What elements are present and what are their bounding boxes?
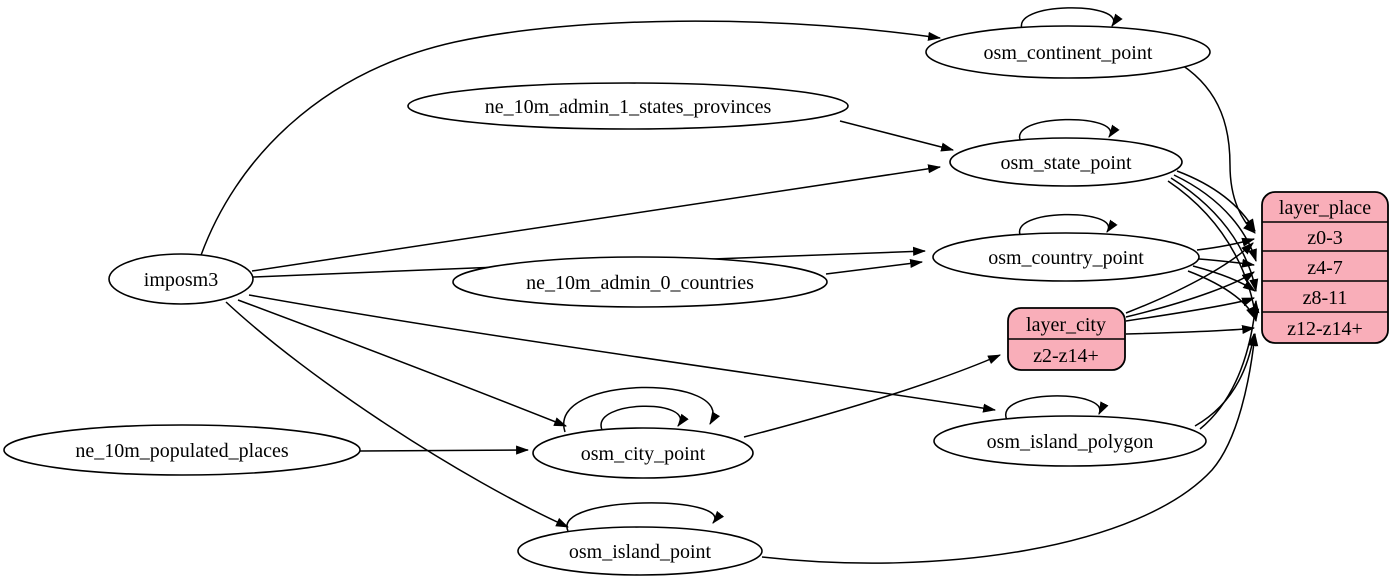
edge-osm_country_point-to-layer_place-z8-11 bbox=[1192, 265, 1256, 292]
edge-imposm3-to-osm_city_point bbox=[237, 299, 568, 427]
edge-osm_country_point-to-layer_place-z0-3 bbox=[1196, 237, 1256, 251]
nodes: imposm3 ne_10m_admin_1_states_provinces … bbox=[3, 25, 1211, 576]
node-ne_10m_admin_0_countries: ne_10m_admin_0_countries bbox=[452, 256, 828, 308]
edge-osm_country_point-to-layer_place-z12-z14plus bbox=[1187, 270, 1256, 320]
node-ne_10m_populated_places-shape bbox=[3, 424, 361, 476]
node-osm_country_point-label: osm_country_point bbox=[988, 247, 1144, 269]
node-imposm3: imposm3 bbox=[108, 253, 254, 305]
edge-selfloop-osm_continent_point bbox=[1020, 7, 1123, 32]
edge-ne_10m_populated_places-to-osm_city_point bbox=[359, 445, 530, 455]
edge-osm_island_polygon-to-layer_place-z8-11 bbox=[1199, 299, 1260, 430]
edge-ne_10m_admin_1_states_provinces-to-osm_state_point bbox=[839, 120, 955, 152]
edge-selfloop-osm_country_point bbox=[1018, 213, 1118, 238]
node-osm_continent_point: osm_continent_point bbox=[925, 25, 1211, 79]
node-osm_island_point-label: osm_island_point bbox=[569, 541, 712, 563]
node-ne_10m_admin_1_states_provinces: ne_10m_admin_1_states_provinces bbox=[407, 82, 849, 130]
edge-selfloop-osm_island_point bbox=[566, 502, 725, 532]
edge-layer_city-to-layer_place-z0-3 bbox=[1125, 242, 1254, 314]
edge-osm_state_point-to-layer_place-z0-3 bbox=[1176, 170, 1256, 232]
edge-layer_city-to-layer_place-z8-11 bbox=[1125, 297, 1256, 322]
record-layer_place-row-z0-3: z0-3 bbox=[1307, 227, 1343, 249]
node-osm_state_point-shape bbox=[949, 137, 1183, 187]
record-layer_city-row-z2-z14plus: z2-z14+ bbox=[1033, 345, 1099, 367]
node-osm_continent_point-label: osm_continent_point bbox=[984, 42, 1153, 64]
node-osm_island_polygon-label: osm_island_polygon bbox=[987, 431, 1154, 453]
node-osm_island_point-shape bbox=[517, 526, 763, 576]
node-osm_city_point: osm_city_point bbox=[532, 427, 754, 479]
edge-osm_island_point-to-layer_place-z12-z14plus bbox=[761, 332, 1259, 564]
edge-imposm3-to-osm_island_point bbox=[225, 301, 569, 528]
edge-selfloop-outer-osm_city_point bbox=[562, 386, 721, 433]
node-ne_10m_admin_1_states_provinces-label: ne_10m_admin_1_states_provinces bbox=[485, 96, 772, 118]
node-osm_city_point-label: osm_city_point bbox=[581, 443, 706, 465]
node-imposm3-label: imposm3 bbox=[144, 269, 218, 291]
node-osm_country_point: osm_country_point bbox=[932, 232, 1200, 282]
edge-layer_city-to-layer_place-z12-z14plus bbox=[1125, 324, 1256, 335]
edge-selfloop-osm_island_polygon bbox=[1005, 395, 1109, 421]
node-osm_island_polygon: osm_island_polygon bbox=[933, 415, 1207, 467]
edge-osm_island_polygon-to-layer_place-z12-z14plus bbox=[1194, 332, 1257, 427]
edge-imposm3-to-osm_island_polygon bbox=[248, 294, 997, 413]
node-osm_state_point: osm_state_point bbox=[949, 137, 1183, 187]
record-layer_city: layer_city z2-z14+ bbox=[1007, 307, 1126, 371]
node-imposm3-shape bbox=[108, 253, 254, 305]
edge-imposm3-to-osm_continent_point bbox=[199, 20, 942, 259]
node-osm_island_polygon-shape bbox=[933, 415, 1207, 467]
record-layer_place: layer_place z0-3 z4-7 z8-11 z12-z14+ bbox=[1261, 191, 1389, 344]
edge-osm_city_point-to-layer_city-z2-z14plus bbox=[743, 354, 1001, 438]
edge-ne_10m_admin_0_countries-to-osm_country_point bbox=[825, 258, 924, 275]
edge-imposm3-to-osm_state_point bbox=[251, 164, 942, 272]
node-osm_island_point: osm_island_point bbox=[517, 526, 763, 576]
node-ne_10m_admin_0_countries-label: ne_10m_admin_0_countries bbox=[526, 272, 754, 294]
node-osm_continent_point-shape bbox=[925, 25, 1211, 79]
record-layer_place-row-z8-11: z8-11 bbox=[1303, 287, 1348, 309]
edge-osm_continent_point-to-layer_place-z0-3 bbox=[1181, 64, 1256, 234]
record-layer_place-box bbox=[1261, 191, 1389, 344]
node-ne_10m_admin_0_countries-shape bbox=[452, 256, 828, 308]
record-layer_place-row-z12-z14plus: z12-z14+ bbox=[1287, 318, 1363, 340]
record-layer_place-row-z4-7: z4-7 bbox=[1307, 257, 1343, 279]
edge-selfloop-osm_state_point bbox=[1018, 118, 1120, 143]
node-ne_10m_populated_places: ne_10m_populated_places bbox=[3, 424, 361, 476]
edges bbox=[199, 7, 1260, 564]
node-osm_country_point-shape bbox=[932, 232, 1200, 282]
node-osm_city_point-shape bbox=[532, 427, 754, 479]
node-ne_10m_admin_1_states_provinces-shape bbox=[407, 82, 849, 130]
edge-selfloop-inner-osm_city_point bbox=[600, 405, 689, 431]
node-ne_10m_populated_places-label: ne_10m_populated_places bbox=[75, 440, 288, 462]
record-layer_city-header: layer_city bbox=[1026, 314, 1106, 336]
edge-layer_city-to-layer_place-z4-7 bbox=[1125, 271, 1255, 318]
node-osm_state_point-label: osm_state_point bbox=[1000, 152, 1132, 174]
record-layer_place-header: layer_place bbox=[1279, 197, 1371, 219]
edge-osm_country_point-to-layer_place-z4-7 bbox=[1198, 258, 1256, 268]
